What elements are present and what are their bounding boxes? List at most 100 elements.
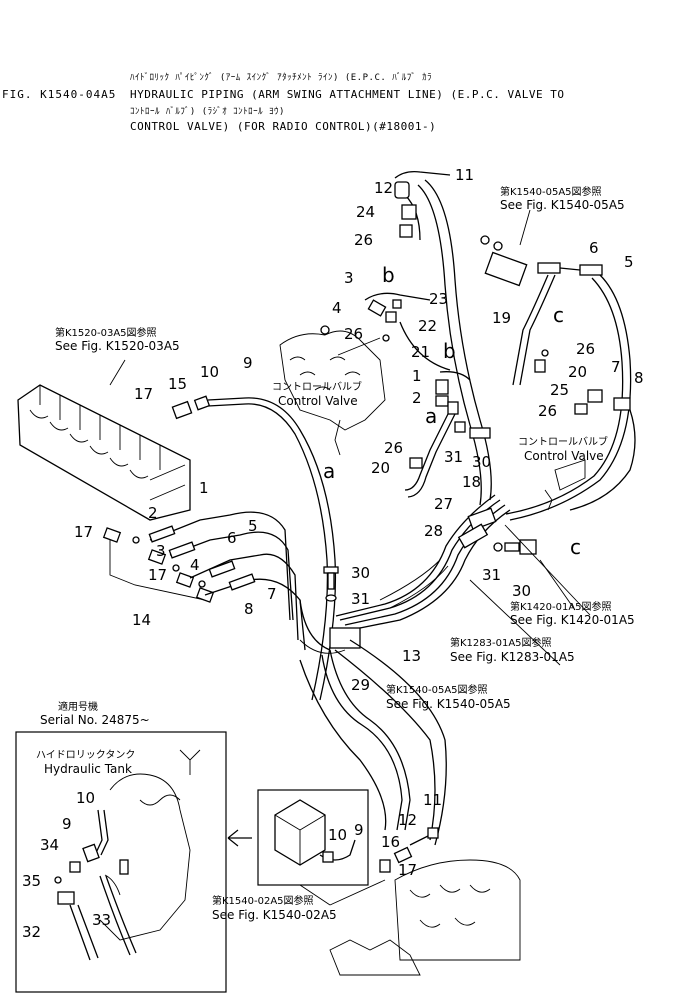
part-num: 10: [200, 363, 219, 381]
ref-en-k1283-01a5: See Fig. K1283-01A5: [450, 650, 575, 664]
part-num: 31: [351, 590, 370, 608]
callout-letter-a: a: [425, 404, 437, 428]
part-num: 28: [424, 522, 443, 540]
part-num: 20: [568, 363, 587, 381]
title-japanese-line-2: ｺﾝﾄﾛｰﾙ ﾊﾞﾙﾌﾞ) (ﾗｼﾞｵ ｺﾝﾄﾛｰﾙ ﾖｳ): [130, 107, 285, 117]
part-num: 7: [267, 585, 277, 603]
bottom-right-fittings: [379, 827, 439, 873]
ref-en-k1420-01a5: See Fig. K1420-01A5: [510, 613, 635, 627]
top-right-parts: [480, 235, 632, 521]
part-num: 30: [351, 564, 370, 582]
part-num: 21: [411, 343, 430, 361]
ref-en-k1540-02a5: See Fig. K1540-02A5: [212, 908, 337, 922]
part-num: 30: [472, 453, 491, 471]
part-num: 6: [589, 239, 599, 257]
part-num: 26: [384, 439, 403, 457]
control-valve-right-en: Control Valve: [524, 449, 604, 463]
part-num: 8: [244, 600, 254, 618]
part-num: 13: [402, 647, 421, 665]
b-junction-parts: [364, 292, 451, 371]
part-num: 3: [156, 542, 166, 560]
ref-jp-k1540-02a5: 第K1540-02A5図参照: [212, 894, 314, 907]
ref-jp-k1520-03a5: 第K1520-03A5図参照: [55, 326, 157, 339]
part-num: 12: [398, 811, 417, 829]
part-num: 29: [351, 676, 370, 694]
part-num: 11: [423, 791, 442, 809]
part-num: 5: [248, 517, 258, 535]
part-num: 11: [455, 166, 474, 184]
part-num: 33: [92, 911, 111, 929]
leader-lines: [109, 209, 591, 906]
part-num: 15: [168, 375, 187, 393]
ref-en-k1520-03a5: See Fig. K1520-03A5: [55, 339, 180, 353]
title-japanese-line-1: ﾊｲﾄﾞﾛﾘｯｸ ﾊﾟｲﾋﾟﾝｸﾞ (ｱｰﾑ ｽｲﾝｸﾞ ｱﾀｯﾁﾒﾝﾄ ﾗｲﾝ…: [130, 73, 433, 83]
ref-en-k1540-05a5-top: See Fig. K1540-05A5: [500, 198, 625, 212]
part-num: 31: [482, 566, 501, 584]
part-num: 2: [148, 504, 158, 522]
part-num: 30: [512, 582, 531, 600]
part-num: 26: [344, 325, 363, 343]
ref-jp-k1420-01a5: 第K1420-01A5図参照: [510, 600, 612, 613]
lower-hoses: [148, 511, 331, 651]
control-valve-right-jp: コントロールバルブ: [518, 435, 608, 448]
pump-outline: [329, 859, 521, 976]
pipe-18: [404, 401, 491, 498]
part-num: 26: [538, 402, 557, 420]
part-num: 23: [429, 290, 448, 308]
part-num: 12: [374, 179, 393, 197]
part-num: 31: [444, 448, 463, 466]
hydraulic-tank-en: Hydraulic Tank: [44, 762, 132, 776]
part-num: 2: [412, 389, 422, 407]
part-num: 26: [576, 340, 595, 358]
left-control-valve: [279, 325, 386, 456]
part-num: 24: [356, 203, 375, 221]
title-english-line-1: HYDRAULIC PIPING (ARM SWING ATTACHMENT L…: [130, 88, 565, 101]
part-num: 9: [354, 821, 364, 839]
part-num: 4: [190, 556, 200, 574]
epc-valve-block: [17, 384, 191, 521]
part-num: 17: [398, 861, 417, 879]
title-english-line-2: CONTROL VALVE) (FOR RADIO CONTROL)(#1800…: [130, 120, 437, 133]
part-number-labels: 12 11 24 26 3 4 23 22 26 21 1 2 26 20 31…: [22, 166, 644, 941]
part-num: 20: [371, 459, 390, 477]
callout-letters: b b a a c c: [323, 263, 581, 559]
part-num: 3: [344, 269, 354, 287]
callout-letter-c: c: [570, 535, 581, 559]
part-num: 35: [22, 872, 41, 890]
callout-letter-c: c: [553, 303, 564, 327]
part-num: 8: [634, 369, 644, 387]
bottom-tank-inset: [257, 789, 369, 886]
callout-letter-b: b: [382, 263, 395, 287]
part-num: 17: [74, 523, 93, 541]
part-num: 16: [381, 833, 400, 851]
part-num: 10: [328, 826, 347, 844]
serial-label-jp: 適用号機: [58, 700, 98, 713]
bolt-30-31-right: [493, 539, 537, 555]
serial-label-en: Serial No. 24875~: [40, 713, 150, 727]
reference-labels: 第K1540-05A5図参照 See Fig. K1540-05A5 第K152…: [55, 185, 635, 922]
inset-arrow: [227, 829, 252, 847]
part-num: 4: [332, 299, 342, 317]
part-num: 1: [412, 367, 422, 385]
fitting-15-assembly: [171, 395, 337, 701]
ref-jp-k1540-05a5-mid: 第K1540-05A5図参照: [386, 683, 488, 696]
part-num: 17: [134, 385, 153, 403]
central-hose-bundle: [299, 494, 511, 846]
part-num: 19: [492, 309, 511, 327]
control-valve-left-jp: コントロールバルブ: [272, 380, 362, 393]
part-num: 25: [550, 381, 569, 399]
part-num: 5: [624, 253, 634, 271]
part-num: 18: [462, 473, 481, 491]
part-num: 7: [611, 358, 621, 376]
right-control-valve: [544, 459, 586, 511]
part-num: 14: [132, 611, 151, 629]
part-num: 27: [434, 495, 453, 513]
hydraulic-tank-jp: ハイドロリックタンク: [36, 749, 135, 761]
ref-jp-k1540-05a5-top: 第K1540-05A5図参照: [500, 185, 602, 198]
bolt-30-31-left: [323, 566, 339, 602]
part-num: 10: [76, 789, 95, 807]
c-junction-parts: [534, 349, 636, 511]
center-b-fittings: [435, 371, 471, 407]
ref-jp-k1283-01a5: 第K1283-01A5図参照: [450, 636, 552, 649]
